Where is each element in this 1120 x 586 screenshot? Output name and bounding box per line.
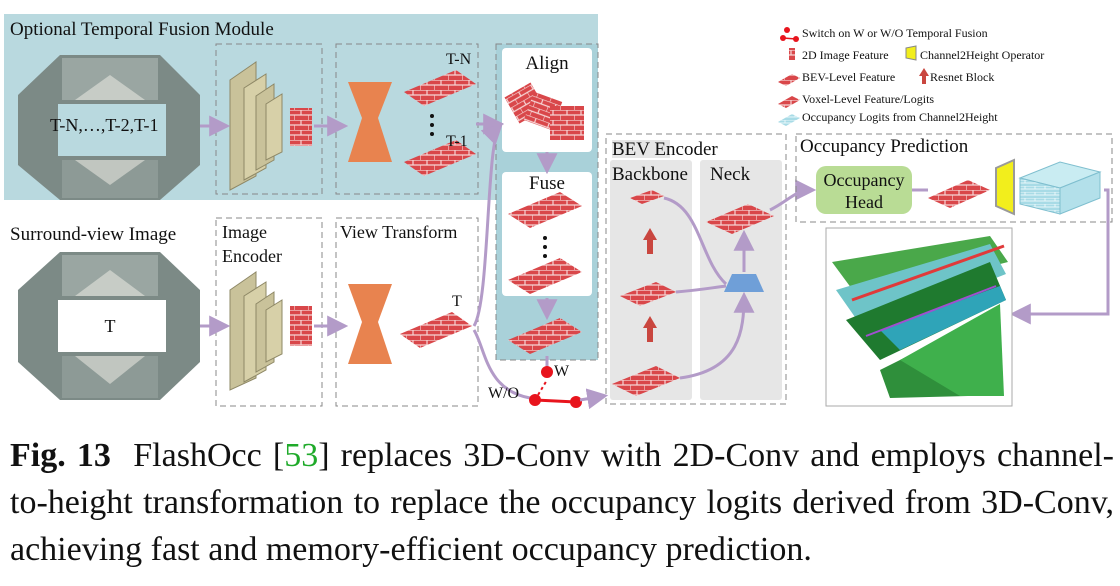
- occupancy-head-line1: Occupancy: [824, 170, 905, 190]
- legend-image-feature: 2D Image Feature: [802, 48, 889, 62]
- temporal-encoder-cubes: [229, 61, 283, 191]
- channel2height-operator: [995, 158, 1015, 216]
- caption-figure-label: Fig. 13: [10, 437, 111, 474]
- backbone-to-neck-arrow-2: [675, 284, 727, 294]
- backbone-feature-small: [630, 190, 664, 204]
- current-frame-label: T: [105, 316, 116, 336]
- backbone-feature-large: [612, 366, 680, 396]
- occupancy-logits-cube: [1018, 161, 1102, 215]
- image-encoder-label-1: Image: [222, 222, 267, 242]
- legend-voxel-feature: Voxel-Level Feature/Logits: [802, 92, 934, 106]
- occupancy-result-render: [825, 227, 1013, 407]
- diagram-canvas: Optional Temporal Fusion Module T-N,…,T-…: [4, 14, 1113, 410]
- bev-encoder-label: BEV Encoder: [612, 139, 718, 160]
- switch-wo-label: W/O: [488, 385, 519, 402]
- neck-fusion-block: [724, 274, 764, 292]
- temporal-ellipsis: [430, 114, 434, 136]
- align-label: Align: [525, 53, 569, 74]
- temporal-camera-images: [18, 55, 200, 200]
- legend-switch: Switch on W or W/O Temporal Fusion: [802, 26, 988, 40]
- image-encoder-label-2: Encoder: [222, 246, 282, 266]
- logits-to-result-arrow: [1009, 188, 1110, 325]
- legend-c2h-operator: Channel2Height Operator: [920, 48, 1044, 62]
- caption-text-after-ref: ] replaces 3D-Conv with 2D-Conv and empl…: [10, 437, 1115, 568]
- temporal-tn-label: T-N: [446, 51, 472, 68]
- figure-caption: Fig. 13 FlashOcc [53] replaces 3D-Conv w…: [10, 432, 1114, 573]
- bev-feature-legend-icon: [778, 74, 800, 86]
- occupancy-prediction-label: Occupancy Prediction: [800, 136, 969, 157]
- backbone-feature-mid: [620, 282, 676, 306]
- caption-ref-link[interactable]: 53: [284, 437, 319, 474]
- current-bev-feature: [400, 312, 472, 348]
- fuse-ellipsis: [543, 236, 547, 258]
- legend-bev-feature: BEV-Level Feature: [802, 70, 895, 84]
- image-encoder-box: [215, 217, 323, 407]
- legend: Switch on W or W/O Temporal Fusion 2D Im…: [778, 26, 1044, 126]
- backbone-to-neck-arrow-3: [679, 291, 755, 380]
- current-image-feature: [290, 306, 312, 346]
- temporal-panel-title: Optional Temporal Fusion Module: [10, 19, 274, 40]
- view-transform-shape: [348, 284, 392, 364]
- bev-encoder-box: [605, 133, 787, 405]
- view-transform-t-label: T: [452, 293, 462, 310]
- backbone-label: Backbone: [612, 164, 688, 185]
- legend-resnet-block: Resnet Block: [930, 70, 994, 84]
- switch-w-label: W: [554, 363, 570, 380]
- c2h-legend-icon: [905, 45, 917, 61]
- view-transform-label: View Transform: [340, 222, 457, 242]
- temporal-bev-feature-t1: [404, 140, 476, 176]
- wo-path: [472, 329, 531, 400]
- temporal-t1-label: T-1: [446, 133, 468, 150]
- legend-occ-logits: Occupancy Logits from Channel2Height: [802, 110, 998, 124]
- temporal-view-transform-box: [335, 43, 479, 195]
- view-transform-box: [335, 217, 479, 407]
- resnet-block-arrows: [643, 228, 657, 342]
- current-to-align-arrow: [472, 123, 503, 327]
- caption-text-before-ref: FlashOcc [: [133, 437, 285, 474]
- neck-feature: [706, 204, 774, 234]
- image-encoder-cubes: [229, 271, 283, 391]
- fuse-feature-top: [508, 192, 582, 228]
- voxel-logits: [928, 180, 990, 208]
- image-feature-legend-icon: [789, 48, 795, 60]
- temporal-switch: [529, 356, 609, 410]
- bev-encoder-title-bg: [612, 140, 670, 158]
- neck-to-head-arrow: [769, 179, 817, 212]
- occ-logits-legend-icon: [778, 114, 800, 126]
- neck-label: Neck: [710, 164, 751, 185]
- temporal-encoder-box: [215, 43, 323, 195]
- occupancy-head-line2: Head: [845, 192, 883, 212]
- temporal-image-feature: [290, 108, 312, 146]
- resnet-block-legend-icon: [919, 68, 929, 84]
- occupancy-head: [816, 166, 912, 214]
- backbone-panel: [610, 160, 692, 400]
- fuse-label: Fuse: [529, 173, 565, 194]
- fused-bev-feature: [508, 318, 582, 354]
- surround-view-title: Surround-view Image: [10, 224, 176, 245]
- switch-icon: [780, 27, 799, 42]
- backbone-to-neck-arrow-1: [663, 196, 728, 286]
- align-rotated-features: [504, 82, 584, 140]
- temporal-bev-feature-tn: [404, 70, 476, 106]
- surround-camera-images: [18, 252, 200, 400]
- temporal-view-transform-shape: [348, 82, 392, 162]
- temporal-frames-label: T-N,…,T-2,T-1: [50, 115, 159, 135]
- fuse-feature-bottom: [508, 258, 582, 294]
- voxel-feature-legend-icon: [778, 96, 800, 108]
- occupancy-prediction-box: [795, 133, 1113, 223]
